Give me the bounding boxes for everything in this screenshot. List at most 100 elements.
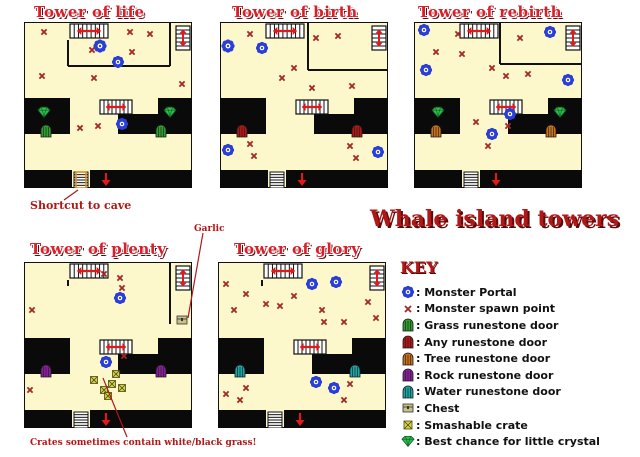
runestone-door-icon <box>402 385 414 399</box>
garlic-note: Garlic <box>194 224 225 234</box>
monster-spawn-icon <box>242 290 250 298</box>
monster-spawn-icon <box>524 70 532 78</box>
crystal-icon <box>163 106 177 119</box>
monster-portal-icon <box>543 25 557 39</box>
monster-spawn-icon <box>38 72 46 80</box>
tower-title-plenty: Tower of plenty <box>30 240 167 258</box>
monster-spawn-icon <box>76 124 84 132</box>
tower-map-birth <box>220 22 388 188</box>
monster-spawn-icon <box>348 82 356 90</box>
rock-door-icon <box>400 368 416 382</box>
crate-icon <box>400 418 416 432</box>
runestone-door-icon <box>545 124 557 138</box>
monster-spawn-icon <box>230 306 238 314</box>
monster-spawn-icon <box>126 28 134 36</box>
runestone-door-icon <box>430 124 442 138</box>
monster-spawn-icon <box>118 284 126 292</box>
monster-portal-icon <box>401 286 415 299</box>
monster-portal-icon <box>115 117 129 131</box>
monster-spawn-icon <box>308 84 316 92</box>
monster-spawn-icon <box>404 305 412 313</box>
stairs <box>369 265 385 291</box>
monster-spawn-icon <box>222 280 230 288</box>
monster-spawn-icon <box>340 318 348 326</box>
legend-row: : Chest <box>400 400 640 417</box>
down-arrow-icon <box>297 173 307 186</box>
monster-spawn-icon <box>432 48 440 56</box>
tower-map-life <box>24 22 192 188</box>
monster-portal-icon <box>561 73 575 87</box>
monster-spawn-icon <box>290 64 298 72</box>
monster-spawn-icon <box>90 74 98 82</box>
exit-stairs <box>267 411 283 428</box>
down-arrow-icon <box>491 173 501 186</box>
tower-map-plenty <box>24 262 192 428</box>
tower-map-glory <box>218 262 386 428</box>
monster-portal-icon <box>400 285 416 299</box>
runestone-door-icon <box>234 364 246 378</box>
crate-icon <box>118 384 126 392</box>
stairs <box>293 339 327 355</box>
monster-spawn-icon <box>472 118 480 126</box>
legend: : Monster Portal : Monster spawn point :… <box>400 284 640 450</box>
runestone-door-icon <box>349 364 361 378</box>
stairs <box>175 265 191 291</box>
tower-title-birth: Tower of birth <box>232 3 358 21</box>
legend-row: : Water runestone door <box>400 384 640 401</box>
monster-spawn-icon <box>312 34 320 42</box>
crate-icon <box>403 420 413 430</box>
crate-icon <box>108 380 116 388</box>
monster-portal-icon <box>305 277 319 291</box>
crate-icon <box>90 376 98 384</box>
monster-spawn-icon <box>40 28 48 36</box>
exit-stairs <box>269 171 285 188</box>
runestone-door-icon <box>40 364 52 378</box>
monster-spawn-icon <box>278 74 286 82</box>
crate-icon <box>104 392 112 400</box>
down-arrow-icon <box>295 413 305 426</box>
monster-spawn-icon <box>246 140 254 148</box>
monster-spawn-icon <box>364 298 372 306</box>
stairs <box>265 23 305 39</box>
down-arrow-icon <box>101 173 111 186</box>
monster-spawn-icon <box>94 122 102 130</box>
monster-portal-icon <box>111 55 125 69</box>
crystal-icon <box>431 106 445 119</box>
monster-spawn-icon <box>26 386 34 394</box>
monster-spawn-icon <box>484 142 492 150</box>
crystal-icon <box>401 435 415 447</box>
monster-spawn-icon <box>516 34 524 42</box>
runestone-door-icon <box>155 364 167 378</box>
monster-spawn-icon <box>488 64 496 72</box>
monster-portal-icon <box>255 41 269 55</box>
monster-spawn-icon <box>352 154 360 162</box>
grass-door-icon <box>400 318 416 332</box>
monster-spawn-icon <box>246 30 254 38</box>
legend-row: : Tree runestone door <box>400 350 640 367</box>
monster-spawn-icon <box>250 152 258 160</box>
crate-icon <box>112 370 120 378</box>
stairs <box>371 25 387 51</box>
monster-spawn-icon <box>502 72 510 80</box>
monster-spawn-icon <box>290 292 298 300</box>
chest-icon <box>400 401 416 415</box>
monster-portal-icon <box>417 23 431 37</box>
tower-title-glory: Tower of glory <box>234 240 361 258</box>
monster-spawn-icon <box>504 122 512 130</box>
monster-portal-icon <box>327 381 341 395</box>
monster-spawn-icon <box>178 80 186 88</box>
stairs <box>295 99 329 115</box>
monster-spawn-icon <box>458 50 466 58</box>
monster-spawn-icon <box>28 306 36 314</box>
tower-title-life: Tower of life <box>34 3 145 21</box>
monster-spawn-icon <box>372 314 380 322</box>
monster-spawn-icon <box>320 318 328 326</box>
tower-title-rebirth: Tower of rebirth <box>418 3 563 21</box>
shortcut-note: Shortcut to cave <box>30 199 132 212</box>
stairs <box>69 263 109 279</box>
any-door-icon <box>400 335 416 349</box>
crystal-icon <box>400 435 416 449</box>
monster-spawn-icon <box>146 30 154 38</box>
monster-spawn-icon <box>318 306 326 314</box>
chest-icon <box>402 404 414 413</box>
